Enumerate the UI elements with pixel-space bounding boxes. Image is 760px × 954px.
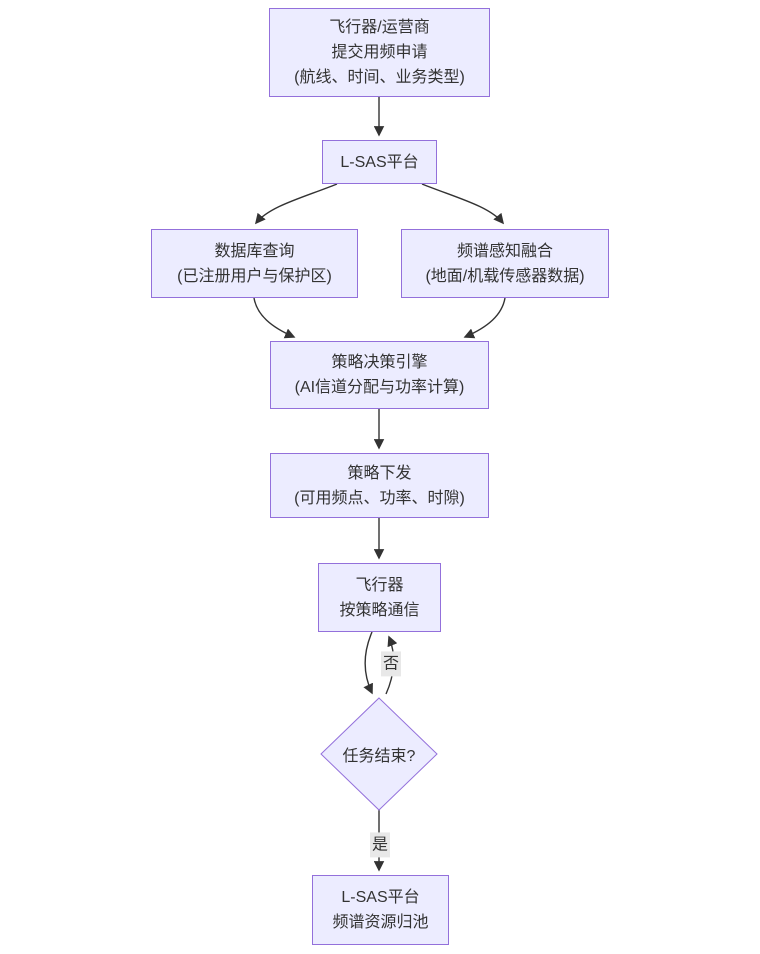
node-lsas-line: L-SAS平台 <box>340 153 419 171</box>
node-apply: 飞行器/运营商 提交用频申请 (航线、时间、业务类型) <box>269 8 490 97</box>
node-sense-line: (地面/机载传感器数据) <box>425 267 585 285</box>
node-engine-line: 策略决策引擎 <box>331 354 428 371</box>
edge-sense-to-engine <box>463 297 506 339</box>
edge-db-to-engine <box>253 297 296 339</box>
node-lsas-platform: L-SAS平台 <box>322 140 437 184</box>
node-issue-line: 策略下发 <box>347 464 412 482</box>
edge-label-yes: 是 <box>369 832 391 858</box>
node-db-query: 数据库查询 (已注册用户与保护区) <box>151 229 358 298</box>
node-policy-issue: 策略下发 (可用频点、功率、时隙) <box>270 453 489 518</box>
node-decision-line: 任务结束? <box>342 748 416 765</box>
node-apply-line: 提交用频申请 <box>331 44 428 61</box>
node-db-line: 数据库查询 <box>214 242 295 260</box>
node-pool-line: 频谱资源归池 <box>332 914 429 931</box>
node-aircraft-comm: 飞行器 按策略通信 <box>318 563 441 632</box>
node-comm-line: 按策略通信 <box>339 601 420 619</box>
node-spectrum-sensing: 频谱感知融合 (地面/机载传感器数据) <box>401 229 609 298</box>
node-db-line: (已注册用户与保护区) <box>177 267 332 285</box>
node-issue-line: (可用频点、功率、时隙) <box>294 489 465 507</box>
edge-lsas-to-db <box>254 183 338 225</box>
node-pool: L-SAS平台 频谱资源归池 <box>312 875 449 945</box>
node-decision: 任务结束? <box>321 698 437 810</box>
decision-diamond-shape <box>320 697 438 811</box>
edge-label-no: 否 <box>380 651 402 677</box>
node-policy-engine: 策略决策引擎 (AI信道分配与功率计算) <box>270 341 489 409</box>
node-sense-line: 频谱感知融合 <box>456 242 553 260</box>
node-engine-line: (AI信道分配与功率计算) <box>294 379 465 396</box>
node-comm-line: 飞行器 <box>355 576 404 594</box>
edge-lsas-to-sense <box>421 183 505 225</box>
node-pool-line: L-SAS平台 <box>341 889 420 906</box>
edge-comm-to-decision <box>363 631 373 695</box>
node-apply-line: 飞行器/运营商 <box>329 19 430 36</box>
node-apply-line: (航线、时间、业务类型) <box>294 69 465 86</box>
